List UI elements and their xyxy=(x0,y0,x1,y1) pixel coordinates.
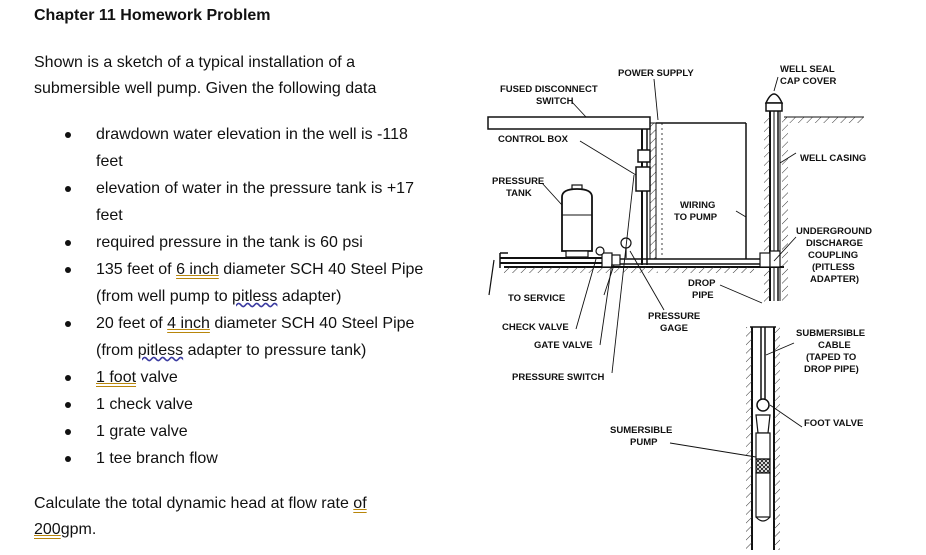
label-pipe: PIPE xyxy=(692,290,714,301)
leader-lines xyxy=(541,76,803,458)
list-item: 135 feet of 6 inch diameter SCH 40 Steel… xyxy=(65,256,466,310)
pitless-adapter xyxy=(759,250,781,268)
underground-pipe xyxy=(620,123,764,265)
label-pump: PUMP xyxy=(630,437,658,448)
submersible-pump xyxy=(755,398,771,522)
underlined-text: 4 inch xyxy=(167,315,210,332)
list-item-line-cont: feet xyxy=(96,153,123,170)
closing-paragraph: Calculate the total dynamic head at flow… xyxy=(34,491,434,543)
label-fused-disconnect: FUSED DISCONNECT xyxy=(500,84,598,95)
list-item-line-cont: (from pitless adapter to pressure tank) xyxy=(96,337,466,364)
list-item: 1 grate valve xyxy=(65,418,466,445)
label-adapter: ADAPTER) xyxy=(810,274,859,285)
list-item-line: 1 check valve xyxy=(96,396,193,413)
label-switch: SWITCH xyxy=(536,96,574,107)
text-run: valve xyxy=(136,369,178,386)
label-drop: DROP xyxy=(688,278,716,289)
label-pressure-switch: PRESSURE SWITCH xyxy=(512,372,605,383)
house-wall xyxy=(649,122,746,260)
list-item-line: 1 grate valve xyxy=(96,423,188,440)
well-pump-diagram: POWER SUPPLY WELL SEAL CAP COVER FUSED D… xyxy=(487,64,872,550)
label-pitless: (PITLESS xyxy=(812,262,855,273)
label-submersible: SUBMERSIBLE xyxy=(796,328,865,339)
label-discharge: DISCHARGE xyxy=(806,238,863,249)
text-run: Calculate the total dynamic head at flow… xyxy=(34,495,354,512)
text-run: diameter SCH 40 Steel Pipe xyxy=(209,315,415,332)
label-drop-pipe-paren: DROP PIPE) xyxy=(804,364,859,375)
label-to-service: TO SERVICE xyxy=(508,293,565,304)
label-wiring: WIRING xyxy=(680,200,715,211)
list-item-line: drawdown water elevation in the well is … xyxy=(96,126,408,143)
label-pressure-gage-1: PRESSURE xyxy=(648,311,700,322)
label-foot-valve: FOOT VALVE xyxy=(804,418,863,429)
underlined-text: 200 xyxy=(34,521,61,538)
underlined-text: 1 foot xyxy=(96,369,137,386)
underlined-text: 6 inch xyxy=(176,261,219,278)
fused-disconnect-switch xyxy=(487,116,651,130)
label-well-seal: WELL SEAL xyxy=(780,64,835,75)
page-title: Chapter 11 Homework Problem xyxy=(34,7,271,24)
well-casing-lower xyxy=(746,326,780,550)
list-item-line: 1 tee branch flow xyxy=(96,450,218,467)
label-coupling: COUPLING xyxy=(808,250,858,261)
label-taped-to: (TAPED TO xyxy=(806,352,856,363)
intro-paragraph: Shown is a sketch of a typical installat… xyxy=(34,50,464,102)
spellcheck-text: pitless xyxy=(232,288,278,305)
label-pressure: PRESSURE xyxy=(492,176,544,187)
list-item-line: 20 feet of 4 inch diameter SCH 40 Steel … xyxy=(96,310,466,337)
text-run: (from xyxy=(96,342,138,359)
text-run: 135 feet of xyxy=(96,261,177,278)
label-cap-cover: CAP COVER xyxy=(780,76,836,87)
label-control-box: CONTROL BOX xyxy=(498,134,569,145)
list-item-line: required pressure in the tank is 60 psi xyxy=(96,234,363,251)
list-item-line-cont: (from well pump to pitless adapter) xyxy=(96,283,466,310)
list-item: 20 feet of 4 inch diameter SCH 40 Steel … xyxy=(65,310,466,364)
list-item-line: 135 feet of 6 inch diameter SCH 40 Steel… xyxy=(96,256,466,283)
list-item: elevation of water in the pressure tank … xyxy=(65,175,466,229)
text-run: (from well pump to xyxy=(96,288,233,305)
label-underground: UNDERGROUND xyxy=(796,226,872,237)
text-run: adapter to pressure tank) xyxy=(183,342,367,359)
list-item: drawdown water elevation in the well is … xyxy=(65,121,466,175)
list-item-line: 1 foot valve xyxy=(96,364,466,391)
label-well-casing: WELL CASING xyxy=(800,153,866,164)
text-run: diameter SCH 40 Steel Pipe xyxy=(218,261,424,278)
text-run: 20 feet of xyxy=(96,315,168,332)
ground-surface xyxy=(504,116,864,273)
list-item-line-cont: feet xyxy=(96,207,123,224)
well-casing-upper xyxy=(764,93,788,302)
intro-line-2: submersible well pump. Given the followi… xyxy=(34,80,377,97)
label-check-valve: CHECK VALVE xyxy=(502,322,569,333)
intro-line-1: Shown is a sketch of a typical installat… xyxy=(34,54,356,71)
list-item: required pressure in the tank is 60 psi xyxy=(65,229,466,256)
list-item: 1 foot valve xyxy=(65,364,466,391)
underlined-text: of xyxy=(353,495,367,512)
label-gate-valve: GATE VALVE xyxy=(534,340,593,351)
label-power-supply: POWER SUPPLY xyxy=(618,68,694,79)
label-pressure-gage-2: GAGE xyxy=(660,323,688,334)
list-item: 1 tee branch flow xyxy=(65,445,466,472)
control-box xyxy=(635,129,651,265)
service-pipe xyxy=(488,237,632,296)
label-to-pump: TO PUMP xyxy=(674,212,718,223)
pressure-tank xyxy=(561,184,593,258)
list-item: 1 check valve xyxy=(65,391,466,418)
label-tank: TANK xyxy=(506,188,532,199)
label-cable: CABLE xyxy=(818,340,851,351)
spellcheck-text: pitless xyxy=(137,342,184,359)
text-run: adapter) xyxy=(277,288,342,305)
given-data-list: drawdown water elevation in the well is … xyxy=(65,121,466,472)
list-item-line: elevation of water in the pressure tank … xyxy=(96,180,414,197)
label-sumersible: SUMERSIBLE xyxy=(610,425,672,436)
text-run: gpm. xyxy=(60,521,97,538)
